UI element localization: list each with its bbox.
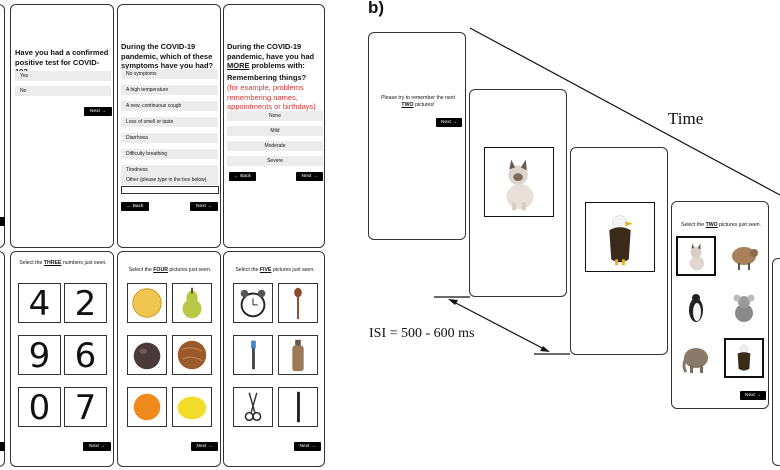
next-button[interactable]: Next → [191, 442, 218, 451]
partial-next-button[interactable] [0, 217, 5, 226]
eagle-picture [585, 202, 655, 272]
next-button[interactable]: Next → [83, 442, 111, 451]
isi-label: ISI = 500 - 600 ms [369, 326, 475, 341]
screen-memory-problems: During the COVID-19 pandemic, have you h… [223, 4, 325, 248]
digit-tile-0[interactable]: 0 [18, 387, 61, 428]
cat-choice[interactable] [676, 236, 716, 276]
coconut-picture[interactable] [172, 335, 212, 375]
back-button[interactable]: ← Back [229, 172, 256, 181]
screen-select-two: Select the TWO pictures just seen. Next … [671, 201, 769, 409]
screen-stimulus-eagle [570, 147, 668, 355]
option-high-temperature[interactable]: A high temperature [121, 85, 218, 95]
back-button[interactable]: ← Back [121, 202, 149, 211]
eagle-choice[interactable] [724, 338, 764, 378]
question-text: During the COVID-19 pandemic, which of t… [121, 42, 214, 70]
lemon-picture[interactable] [172, 387, 212, 427]
partial-screen-right [772, 258, 780, 466]
option-none[interactable]: None [227, 111, 323, 121]
spatula-picture[interactable] [278, 283, 318, 323]
instruction-text: Select the THREE numbers just seen.. [19, 260, 107, 266]
pen-picture[interactable] [278, 387, 318, 427]
screen-fruits: Select the FOUR pictures just seen. Next… [117, 251, 221, 467]
question-text: During the COVID-19 pandemic, have you h… [227, 42, 315, 70]
option-moderate[interactable]: Moderate [227, 141, 323, 151]
next-button[interactable]: Next → [294, 442, 321, 451]
digit-tile-9[interactable]: 9 [18, 335, 61, 376]
digit-tile-2[interactable]: 2 [64, 283, 107, 324]
digit-tile-4[interactable]: 4 [18, 283, 61, 324]
option-cough[interactable]: A new, continuous cough [121, 101, 218, 111]
option-difficulty-breathing[interactable]: Difficulty breathing [121, 149, 218, 159]
instruction-text: Select the FIVE pictures just seen. [235, 267, 315, 273]
bottle-picture[interactable] [278, 335, 318, 375]
instruction-text: Select the TWO pictures just seen. [681, 222, 761, 228]
panel-b-label: b) [368, 0, 385, 17]
time-diagonal [469, 27, 780, 196]
orange-picture[interactable] [127, 387, 167, 427]
next-button[interactable]: Next → [84, 107, 112, 116]
option-severe[interactable]: Severe [227, 156, 323, 166]
koala-choice[interactable] [724, 287, 764, 327]
screen-digits: Select the THREE numbers just seen.. 4 2… [10, 251, 114, 467]
next-button[interactable]: Next → [190, 202, 218, 211]
isi-arrowhead-end [540, 346, 550, 352]
penguin-choice[interactable] [676, 287, 716, 327]
option-diarrhoea[interactable]: Diarrhoea [121, 133, 218, 143]
pear-picture[interactable] [172, 283, 212, 323]
alarm-clock-picture[interactable] [233, 283, 273, 323]
other-text-box[interactable] [121, 186, 219, 194]
toothbrush-picture[interactable] [233, 335, 273, 375]
option-yes[interactable]: Yes [15, 71, 111, 81]
partial-next-button-2[interactable] [0, 442, 5, 451]
isi-arrow-line [451, 300, 547, 351]
screen-symptoms: During the COVID-19 pandemic, which of t… [117, 4, 221, 248]
question-topic: Remembering things? [227, 73, 307, 82]
option-mild[interactable]: Mild [227, 126, 323, 136]
screen-stimulus-cat [469, 89, 567, 297]
isi-arrowhead-start [448, 299, 458, 305]
digit-tile-6[interactable]: 6 [64, 335, 107, 376]
next-button[interactable]: Next → [436, 118, 462, 127]
instruction-text: Select the FOUR pictures just seen. [128, 267, 212, 273]
option-smell-taste[interactable]: Loss of smell or taste [121, 117, 218, 127]
next-button[interactable]: Next → [296, 172, 323, 181]
scissors-picture[interactable] [233, 387, 273, 427]
screen-objects: Select the FIVE pictures just seen. Next… [223, 251, 325, 467]
fig-picture[interactable] [127, 335, 167, 375]
elephant-choice[interactable] [676, 338, 716, 378]
time-label: Time [668, 109, 704, 128]
option-tiredness[interactable]: Tiredness [121, 165, 218, 175]
option-no[interactable]: No [15, 86, 111, 96]
next-button[interactable]: Next → [740, 391, 766, 400]
cat-picture [484, 147, 554, 217]
melon-picture[interactable] [127, 283, 167, 323]
question-example: (for example, problems remembering names… [227, 83, 316, 111]
option-other[interactable]: Other (please type in the box below) [121, 175, 218, 185]
sheep-choice[interactable] [724, 236, 764, 276]
screen-confirmed-test: Have you had a confirmed positive test f… [10, 4, 114, 248]
digit-tile-7[interactable]: 7 [64, 387, 107, 428]
option-no-symptoms[interactable]: No symptoms [121, 69, 218, 79]
